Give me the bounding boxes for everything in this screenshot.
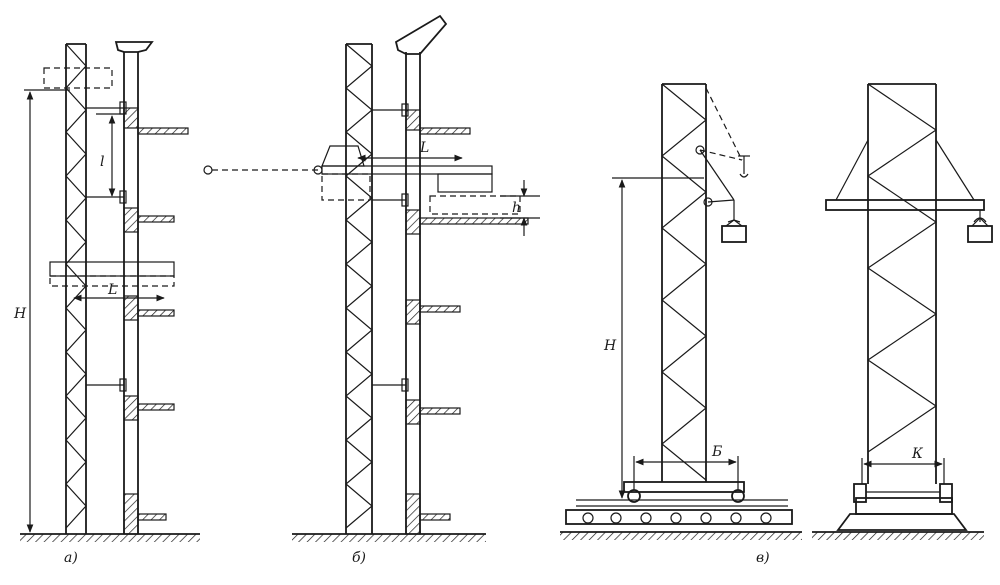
sleeper-wheels — [582, 512, 772, 524]
ground-hatch — [292, 534, 486, 542]
bogie-right — [939, 483, 953, 503]
ground-hatch — [812, 532, 984, 540]
climbing-frame-top — [43, 67, 113, 89]
panel-c-mobile-crane: H Б в) — [560, 83, 802, 566]
panel-b: L h б) — [203, 14, 540, 566]
ties-a — [86, 101, 127, 392]
caption-c: в) — [756, 550, 770, 566]
jib-b — [203, 145, 521, 215]
mast-c — [661, 83, 707, 482]
label-base: Б — [711, 444, 722, 460]
dim-reach-b: L — [357, 140, 463, 162]
dim-reach-a: L — [73, 282, 165, 302]
panel-a: H l L а) — [13, 41, 200, 566]
jib-c — [695, 87, 750, 243]
label-l: l — [100, 154, 104, 170]
caption-a: а) — [64, 550, 78, 566]
label-h-c: H — [603, 338, 617, 354]
dim-l: l — [96, 113, 124, 197]
caption-b: б) — [352, 550, 366, 566]
dim-track: К — [861, 446, 945, 484]
mast-c2 — [866, 83, 938, 484]
mast-b — [345, 43, 373, 534]
climbing-frame — [49, 261, 175, 277]
mast-a — [65, 43, 87, 534]
ties-b — [372, 103, 409, 392]
dim-base: Б — [633, 444, 739, 490]
dim-lift: h — [500, 180, 540, 236]
ground-hatch — [560, 532, 802, 540]
dim-h-a: H — [13, 89, 70, 533]
bogie-left — [853, 483, 867, 503]
ground-hatch — [20, 534, 200, 542]
cross-jib — [825, 139, 993, 243]
load-block — [721, 225, 747, 243]
load-block-c2 — [967, 225, 993, 243]
bogie-frame — [623, 481, 745, 493]
label-reach-a: L — [107, 282, 117, 298]
building-a — [114, 41, 189, 535]
label-lift: h — [512, 200, 521, 216]
foundation — [836, 513, 968, 531]
base-frame — [855, 497, 953, 515]
boom-tip-circle — [203, 165, 213, 175]
label-track: К — [911, 446, 924, 462]
label-reach-b: L — [419, 140, 429, 156]
rail-sleepers — [565, 509, 793, 525]
label-h-a: H — [13, 306, 27, 322]
dim-h-c: H — [603, 177, 704, 499]
panel-c-tower-crane: К — [812, 83, 993, 540]
building-b — [394, 14, 529, 535]
